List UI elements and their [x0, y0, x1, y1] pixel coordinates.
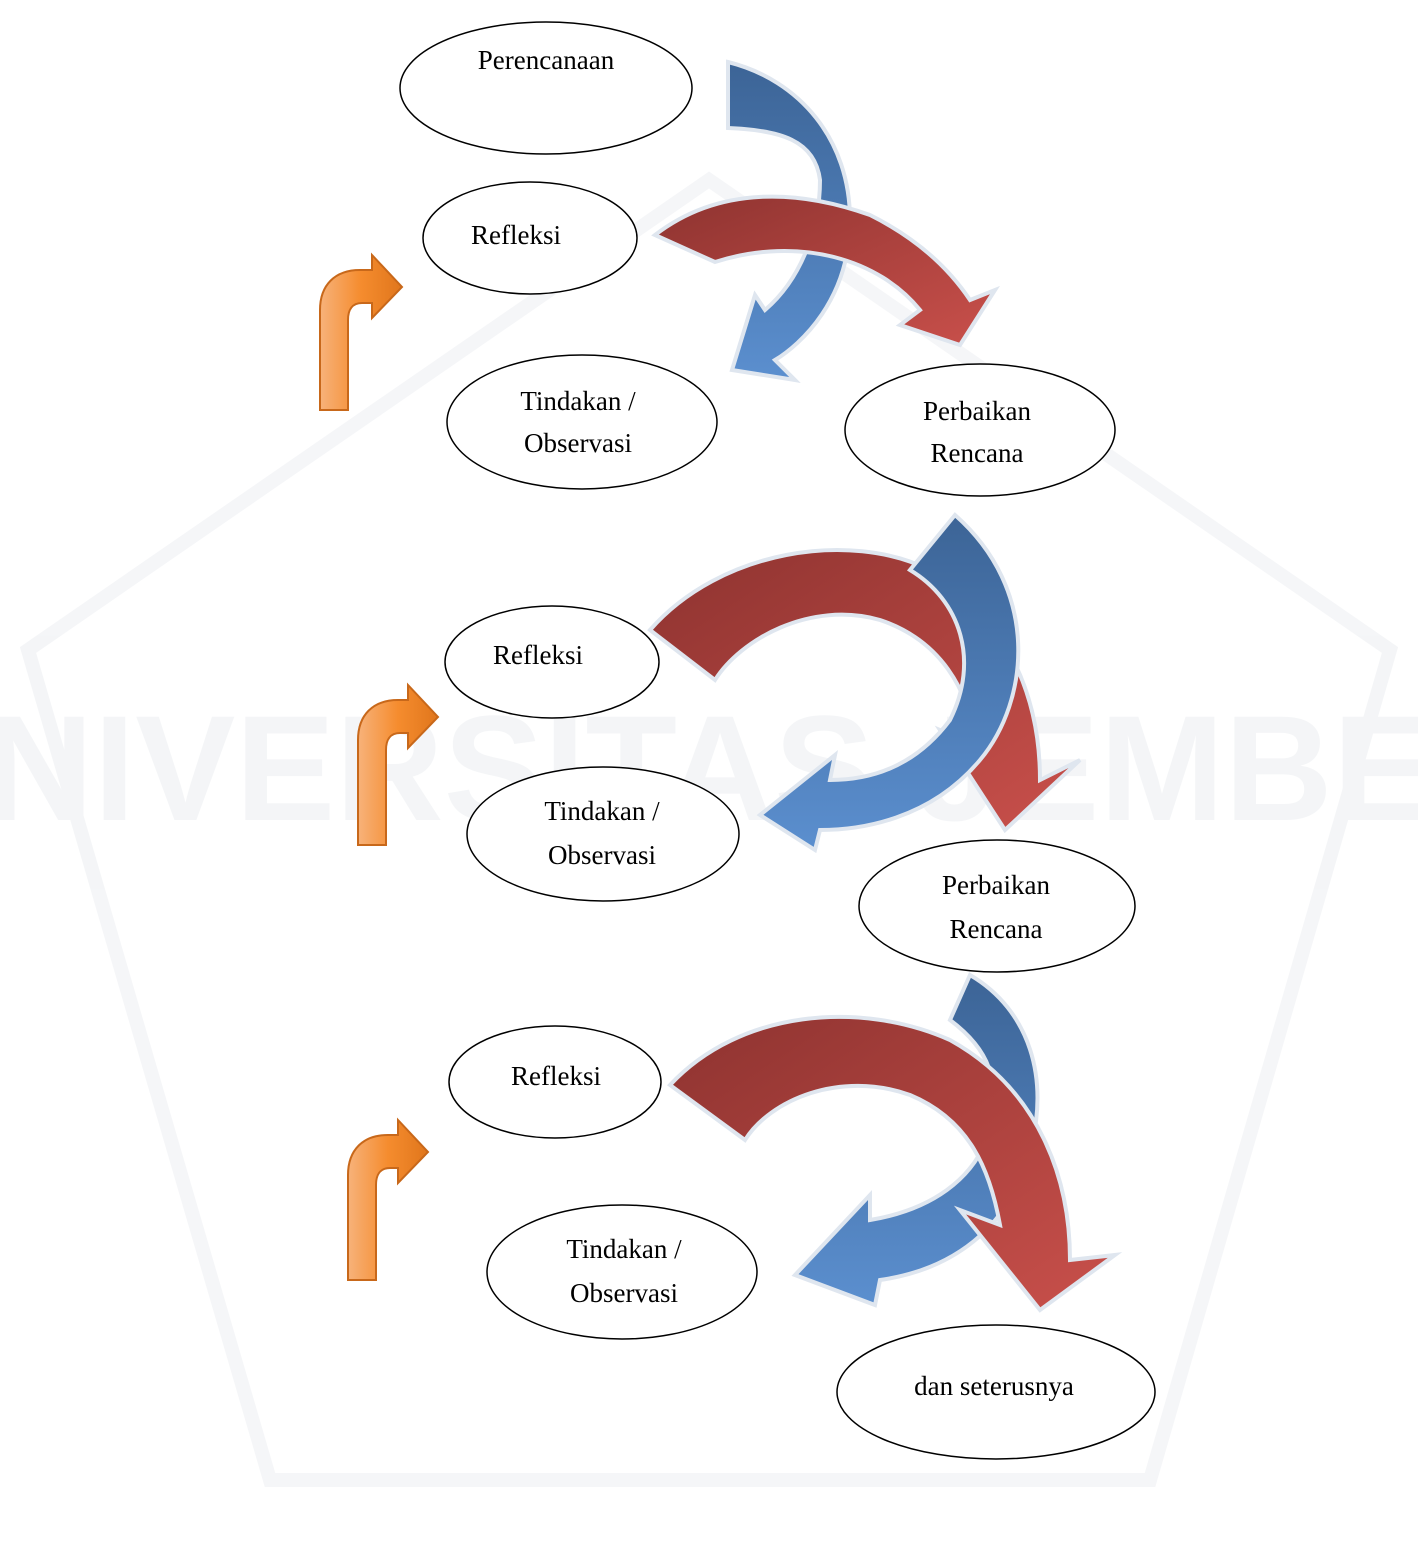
watermark-logo: UNIVERSITAS JEMBER	[0, 171, 1418, 1487]
svg-text:Perbaikan: Perbaikan	[923, 396, 1031, 426]
orange-arrow-2	[357, 682, 440, 846]
red-arrow-1	[651, 194, 1001, 348]
svg-text:Rencana: Rencana	[931, 438, 1024, 468]
svg-text:Refleksi: Refleksi	[511, 1061, 601, 1091]
svg-text:Perencanaan: Perencanaan	[478, 45, 615, 75]
red-arrow-3	[667, 1014, 1123, 1313]
node-perbaikan-2: Perbaikan Rencana	[858, 839, 1136, 973]
node-seterusnya: dan seterusnya	[836, 1324, 1156, 1460]
blue-arrow-2	[756, 512, 1021, 854]
svg-text:Refleksi: Refleksi	[493, 640, 583, 670]
node-refleksi-1: Refleksi	[422, 181, 638, 295]
node-tindakan-2: Tindakan / Observasi	[466, 766, 740, 902]
svg-text:Observasi: Observasi	[548, 840, 656, 870]
svg-text:Tindakan /: Tindakan /	[520, 386, 636, 416]
svg-text:Observasi: Observasi	[570, 1278, 678, 1308]
cycle-1-arrows	[651, 59, 1001, 383]
node-refleksi-3: Refleksi	[448, 1025, 662, 1139]
svg-text:Tindakan /: Tindakan /	[566, 1234, 682, 1264]
svg-text:Perbaikan: Perbaikan	[942, 870, 1050, 900]
cycle-3-arrows	[667, 972, 1123, 1313]
svg-text:Observasi: Observasi	[524, 428, 632, 458]
svg-text:dan seterusnya: dan seterusnya	[914, 1371, 1074, 1401]
node-perbaikan-1: Perbaikan Rencana	[844, 363, 1116, 497]
svg-text:Rencana: Rencana	[950, 914, 1043, 944]
svg-text:Tindakan /: Tindakan /	[544, 796, 660, 826]
orange-arrow-1	[319, 252, 404, 411]
svg-text:Refleksi: Refleksi	[471, 220, 561, 250]
node-refleksi-2: Refleksi	[444, 605, 660, 719]
node-tindakan-1: Tindakan / Observasi	[446, 354, 718, 490]
orange-arrow-3	[347, 1117, 430, 1281]
cycle-2-arrows	[647, 512, 1082, 854]
blue-arrow-1	[726, 59, 853, 383]
node-tindakan-3: Tindakan / Observasi	[486, 1204, 758, 1340]
node-perencanaan: Perencanaan	[399, 21, 693, 155]
